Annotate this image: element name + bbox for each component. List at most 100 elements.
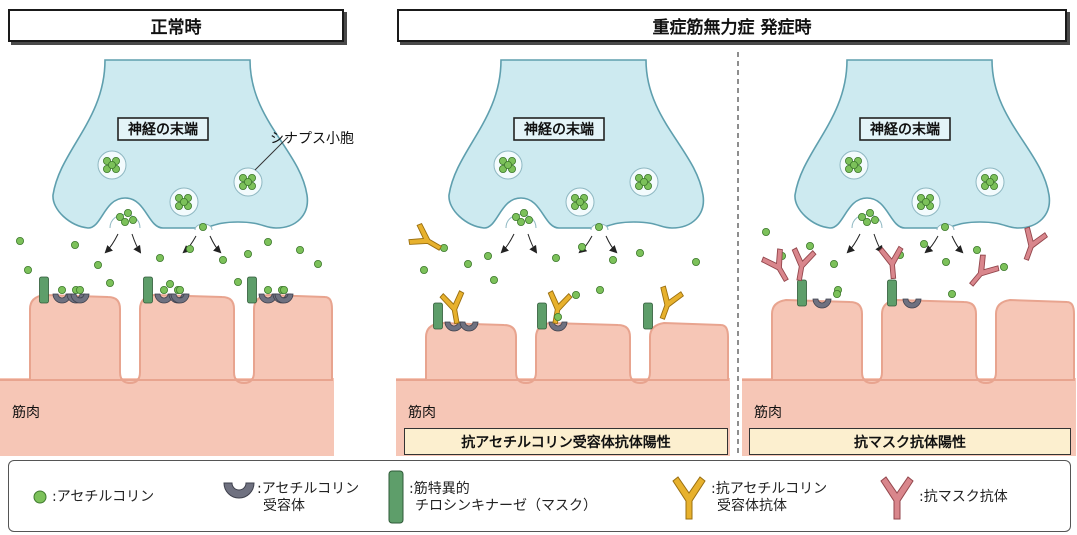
release-arrow: [104, 233, 119, 254]
release-arrow: [846, 233, 861, 254]
nerve-terminal-label: 神経の末端: [524, 121, 594, 138]
acetylcholine-dot: [850, 160, 859, 169]
acetylcholine-dot: [639, 177, 648, 186]
header-myasthenia-gravis: 重症筋無力症 発症時: [397, 9, 1067, 42]
release-arrow: [527, 233, 538, 254]
acetylcholine-dot: [179, 197, 188, 206]
legend: :アセチルコリン :アセチルコリン 受容体 :筋特異的 チロシンキナーゼ（マスク…: [8, 460, 1071, 532]
nerve-terminal-label: 神経の末端: [128, 121, 198, 138]
acetylcholine-dot: [243, 177, 252, 186]
acetylcholine-dot: [972, 245, 981, 254]
nerve-terminal-box: [513, 117, 605, 141]
acetylcholine-dot: [833, 289, 842, 298]
legend-musk-icon: [388, 470, 404, 524]
acetylcholine-dot: [635, 248, 644, 257]
acetylcholine-dot: [218, 255, 227, 264]
acetylcholine-dot: [185, 244, 194, 253]
acetylcholine-dot: [594, 222, 603, 231]
banner-anti-achr-text: 抗アセチルコリン受容体抗体陽性: [461, 434, 671, 451]
acetylcholine-dot: [484, 251, 493, 260]
muscle-folds: [0, 293, 333, 385]
muscle-label: 筋肉: [408, 404, 436, 421]
nerve-terminal-box: [117, 117, 209, 141]
banner-anti-musk-text: 抗マスク抗体陽性: [854, 434, 966, 451]
legend-receptor-icon: [223, 482, 255, 499]
legend-musk-label-1: :筋特異的: [409, 481, 470, 497]
acetylcholine-dot: [999, 262, 1008, 271]
anti-achr-antibody: [439, 290, 465, 325]
acetylcholine-dot: [595, 285, 604, 294]
legend-anti-musk-label: :抗マスク抗体: [919, 489, 1008, 505]
legend-anti-achr-label-1: :抗アセチルコリン: [711, 481, 828, 497]
legend-achr-label-2: 受容体: [263, 498, 305, 514]
muscle-base: [0, 378, 334, 456]
muscle-label: 筋肉: [12, 404, 40, 421]
legend-musk-label-2: チロシンキナーゼ（マスク）: [415, 498, 597, 514]
acetylcholine-dot: [243, 249, 252, 258]
acetylcholine-dot: [116, 212, 125, 221]
acetylcholine-dot: [121, 217, 130, 226]
acetylcholine-dot: [165, 279, 174, 288]
acetylcholine-dot: [941, 257, 950, 266]
muscle-label: 筋肉: [754, 404, 782, 421]
acetylcholine-dot: [551, 253, 560, 262]
release-arrow: [924, 235, 939, 254]
achr-receptor: [902, 298, 922, 309]
acetylcholine-dot: [577, 242, 586, 251]
anti-musk-antibody: [791, 247, 817, 282]
musk-protein: [247, 276, 257, 304]
musk-protein: [887, 279, 897, 307]
banner-anti-achr-positive: 抗アセチルコリン受容体抗体陽性: [404, 428, 728, 455]
musk-protein: [643, 302, 653, 330]
acetylcholine-dot: [863, 217, 872, 226]
acetylcholine-dot: [58, 285, 67, 294]
nerve-terminal-box: [859, 117, 951, 141]
anti-achr-antibody: [408, 223, 443, 251]
acetylcholine-dot: [71, 240, 80, 249]
acetylcholine-dot: [985, 177, 994, 186]
acetylcholine-dot: [263, 237, 272, 246]
acetylcholine-dot: [490, 275, 499, 284]
acetylcholine-dot: [858, 212, 867, 221]
musk-protein: [537, 302, 547, 330]
acetylcholine-dot: [947, 289, 956, 298]
legend-icons: [33, 470, 914, 524]
acetylcholine-dot: [870, 215, 879, 224]
acetylcholine-dot: [124, 208, 133, 217]
musk-protein: [433, 302, 443, 330]
header-normal-text: 正常時: [150, 18, 202, 38]
legend-anti-achr-label-2: 受容体抗体: [717, 498, 787, 514]
header-normal: 正常時: [8, 9, 344, 42]
header-mg-text: 重症筋無力症 発症時: [652, 18, 812, 38]
legend-anti-musk-icon: [880, 476, 914, 520]
achr-receptor: [459, 321, 479, 332]
anti-musk-antibody: [761, 248, 789, 283]
anti-musk-antibody: [969, 254, 1000, 287]
acetylcholine-dot: [295, 245, 304, 254]
muscle-folds: [396, 321, 729, 385]
musk-protein: [797, 279, 807, 307]
banner-anti-musk-positive: 抗マスク抗体陽性: [749, 428, 1071, 455]
acetylcholine-dot: [159, 285, 168, 294]
acetylcholine-dot: [76, 285, 85, 294]
acetylcholine-dot: [15, 236, 24, 245]
release-arrow: [951, 235, 964, 254]
release-arrow: [578, 235, 593, 254]
acetylcholine-dot: [866, 208, 875, 217]
acetylcholine-dot: [761, 227, 770, 236]
legend-achr-label-1: :アセチルコリン: [257, 481, 360, 497]
achr-receptor: [70, 293, 90, 304]
legend-ach-label: :アセチルコリン: [52, 489, 155, 505]
synapse-panel-musk: 脳神経の末端筋肉: [742, 59, 1076, 456]
legend-anti-achr-icon: [672, 476, 706, 520]
acetylcholine-dot: [128, 215, 137, 224]
anti-musk-antibody: [1023, 226, 1048, 261]
release-arrow: [209, 235, 222, 254]
nerve-terminal-label: 神経の末端: [870, 121, 940, 138]
acetylcholine-dot: [419, 265, 428, 274]
acetylcholine-dot: [198, 222, 207, 231]
legend-acetylcholine-icon: [33, 490, 47, 504]
acetylcholine-dot: [919, 239, 928, 248]
acetylcholine-dot: [512, 212, 521, 221]
acetylcholine-dot: [608, 255, 617, 264]
